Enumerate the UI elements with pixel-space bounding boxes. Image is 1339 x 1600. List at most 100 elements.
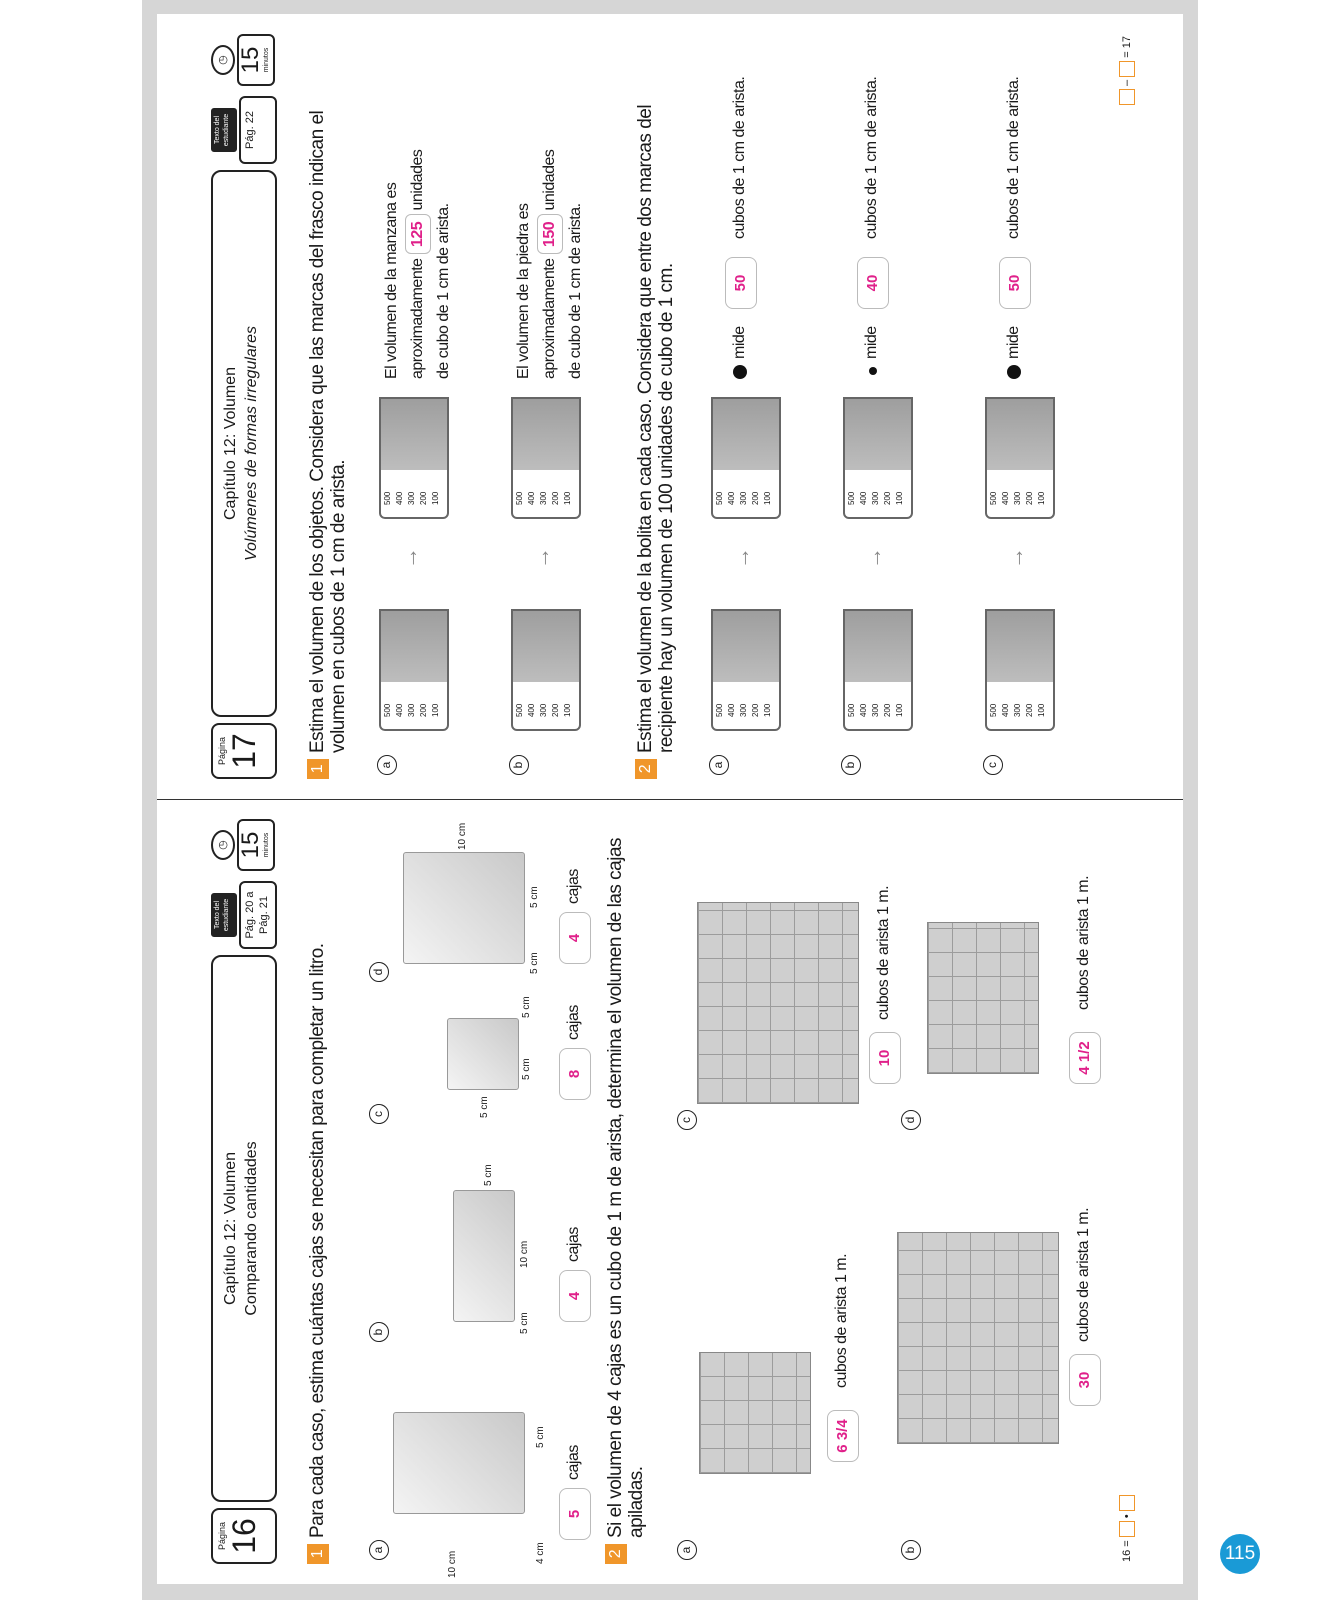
page-16: Página 16 Capítulo 12: Volumen Comparand… [157, 799, 1183, 1584]
beaker-mark: 400 [395, 491, 404, 505]
beaker-mark: 300 [739, 491, 748, 505]
stone-volume-statement: El volumen de la piedra es aproximadamen… [511, 39, 589, 379]
timer-box: 15 minutos [237, 819, 275, 871]
tall-box-image [403, 852, 525, 964]
answer-field[interactable]: 50 [725, 257, 757, 309]
statement-line: aproximadamente 125 unidades [405, 39, 431, 379]
answer-field[interactable]: 8 [559, 1048, 591, 1100]
answer-field[interactable]: 4 [559, 912, 591, 964]
answer-unit: cajas [565, 1005, 582, 1040]
mide-label: mide [863, 326, 880, 359]
clock-icon: ◷ [211, 830, 235, 860]
answer-field[interactable]: 125 [405, 214, 431, 255]
textbook-pages: Pág. 20 a Pág. 21 [239, 881, 277, 949]
beaker-with-apple: 500 400 300 200 100 [379, 397, 449, 519]
dimension-label: 10 cm [519, 1240, 530, 1268]
beaker-mark: 200 [551, 703, 560, 717]
exercise-1-prompt: 1Para cada caso, estima cuántas cajas se… [307, 819, 329, 1564]
exercise-2-prompt: 2 Estima el volumen de la bolita en cada … [635, 34, 677, 779]
beaker-mark: 300 [739, 703, 748, 717]
beaker-mark: 500 [847, 703, 856, 717]
answer-field[interactable]: 30 [1069, 1354, 1101, 1406]
dimension-label: 5 cm [521, 996, 532, 1018]
item-label-c: c [677, 1110, 697, 1130]
beaker-mark: 500 [515, 703, 524, 717]
item-label-a: a [377, 755, 397, 775]
beaker-mark: 300 [407, 491, 416, 505]
item-label-b: b [369, 1322, 389, 1342]
arrow-icon: → [529, 547, 554, 569]
answer-field[interactable]: 5 [559, 1488, 591, 1540]
beaker-mark: 500 [515, 491, 524, 505]
beaker-mark: 100 [763, 703, 772, 717]
timer: ◷ 15 minutos [211, 819, 275, 871]
page-17-header: Página 17 Capítulo 12: Volumen Volúmenes… [211, 34, 277, 779]
beaker-mark: 300 [407, 703, 416, 717]
answer-field[interactable]: 6 3/4 [827, 1410, 859, 1462]
pagina-number: 16 [226, 1518, 262, 1554]
beaker-mark: 200 [419, 491, 428, 505]
stacked-cubes-image [897, 1232, 1059, 1444]
timer-unit: minutos [263, 47, 270, 73]
answer-field[interactable]: 10 [869, 1032, 901, 1084]
exercise-number: 1 [307, 759, 329, 779]
beaker-mark: 400 [727, 703, 736, 717]
page-16-header: Página 16 Capítulo 12: Volumen Comparand… [211, 819, 277, 1564]
pagina-number: 17 [226, 733, 262, 769]
beaker-mark: 100 [431, 491, 440, 505]
beaker-mark: 400 [527, 703, 536, 717]
dimension-label: 10 cm [457, 822, 468, 850]
beaker-mark: 400 [727, 491, 736, 505]
beaker-mark: 400 [1001, 491, 1010, 505]
blank-square [1119, 60, 1135, 77]
footer-formula: 16 = • [1119, 1495, 1135, 1562]
timer: ◷ 15 minutos [211, 34, 275, 86]
arrow-icon: → [729, 547, 754, 569]
timer-box: 15 minutos [237, 34, 275, 86]
exercise-text: Estima el volumen de la bolita en cada c… [635, 104, 677, 753]
answer-field[interactable]: 4 1/2 [1069, 1032, 1101, 1084]
beaker-mark: 400 [527, 491, 536, 505]
statement-line: El volumen de la piedra es [515, 203, 532, 379]
item-label-c: c [369, 1104, 389, 1124]
ball-icon [1007, 365, 1021, 379]
beaker-mark: 500 [715, 491, 724, 505]
beaker-mark: 400 [395, 703, 404, 717]
answer-unit: cubos de arista 1 m. [1075, 1207, 1092, 1342]
item-label-b: b [901, 1540, 921, 1560]
textbook-pages: Pág. 22 [239, 96, 277, 164]
beaker-mark: 500 [989, 491, 998, 505]
answer-field[interactable]: 40 [857, 257, 889, 309]
dimension-label: 5 cm [535, 1426, 546, 1448]
beaker-mark: 300 [1013, 703, 1022, 717]
beaker-mark: 400 [1001, 703, 1010, 717]
dimension-label: 5 cm [521, 1058, 532, 1080]
dimension-label: 5 cm [529, 886, 540, 908]
statement-line: de cubo de 1 cm de arista. [567, 203, 584, 379]
statement-line: de cubo de 1 cm de arista. [435, 203, 452, 379]
chapter-title-box: Capítulo 12: Volumen Comparando cantidad… [211, 955, 277, 1502]
answer-unit: cajas [565, 869, 582, 904]
beaker-mark: 500 [715, 703, 724, 717]
gift-box-image [447, 1018, 519, 1090]
beaker-before: 500 400 300 200 100 [379, 609, 449, 731]
answer-unit: cajas [565, 1445, 582, 1480]
page-number-badge: 115 [1220, 1534, 1260, 1574]
beaker-mark: 300 [1013, 491, 1022, 505]
beaker-mark: 200 [751, 703, 760, 717]
answer-unit: cubos de 1 cm de arista. [731, 76, 748, 239]
beaker-mark: 100 [763, 491, 772, 505]
answer-field[interactable]: 4 [559, 1270, 591, 1322]
page-divider [157, 799, 1183, 800]
answer-field[interactable]: 50 [999, 257, 1031, 309]
exercise-number: 2 [635, 759, 657, 779]
exercise-1-prompt: 1Estima el volumen de los objetos. Consi… [307, 34, 349, 779]
statement-line: El volumen de la manzana es [383, 182, 400, 379]
item-label-b: b [509, 755, 529, 775]
blank-square [1119, 89, 1135, 106]
item-label-a: a [369, 1540, 389, 1560]
beaker-mark: 200 [551, 491, 560, 505]
dimension-label: 4 cm [535, 1542, 546, 1564]
apple-volume-statement: El volumen de la manzana es aproximadame… [379, 39, 457, 379]
answer-field[interactable]: 150 [537, 214, 563, 255]
